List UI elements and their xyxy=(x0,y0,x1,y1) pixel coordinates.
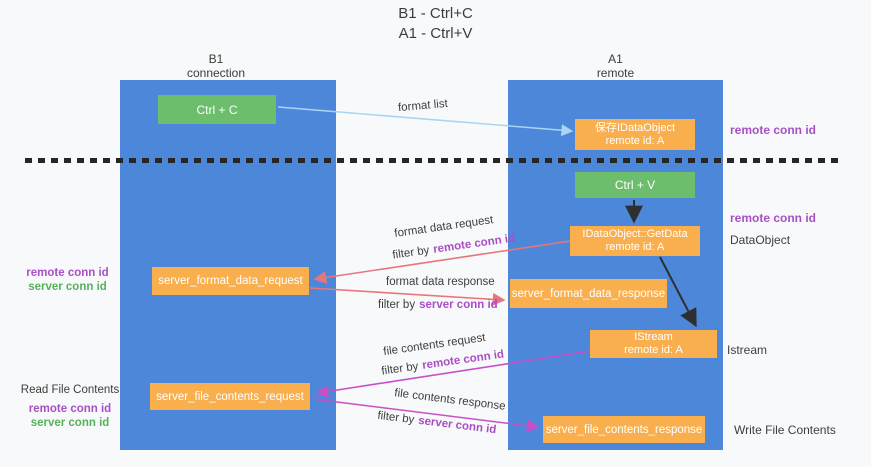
node-istream: IStream remote id: A xyxy=(590,330,717,358)
title-line-1: B1 - Ctrl+C xyxy=(398,5,473,22)
session-separator-dashed-line xyxy=(25,158,838,163)
annotation-remote-conn-id-mid: remote conn id xyxy=(730,211,817,225)
filter-by-text: filter by xyxy=(378,299,416,311)
title-line-2: A1 - Ctrl+V xyxy=(398,25,473,42)
node-istream-line1: IStream xyxy=(634,331,673,343)
server-conn-id-text: server conn id xyxy=(419,299,498,311)
node-save-idataobject-line2: remote id: A xyxy=(605,134,665,147)
node-getdata-line2: remote id: A xyxy=(605,241,665,253)
filter-by-text: filter by xyxy=(376,409,415,427)
annotation-remote-conn-id-left-2: remote conn id xyxy=(28,403,112,415)
node-server-file-contents-response: server_file_contents_response xyxy=(543,416,705,443)
lifeline-header-b1: B1 connection xyxy=(108,52,324,80)
node-save-idataobject-line1: 保存IDataObject xyxy=(594,121,676,134)
edge-label-format-data-response: format data response xyxy=(386,276,495,288)
lifeline-header-a1: A1 remote xyxy=(508,52,723,80)
node-server-file-contents-request: server_file_contents_request xyxy=(150,383,310,410)
edge-label-format-list: format list xyxy=(397,97,449,115)
filter-by-text: filter by xyxy=(380,360,420,378)
lifeline-b1-role: connection xyxy=(186,66,246,80)
annotation-dataobject: DataObject xyxy=(730,233,791,247)
remote-conn-id-text: remote conn id xyxy=(421,348,505,372)
node-file-response-label: server_file_contents_response xyxy=(545,423,703,436)
node-idataobject-getdata: IDataObject::GetData remote id: A xyxy=(570,226,700,256)
annotation-remote-conn-id-top: remote conn id xyxy=(730,123,817,137)
annotation-istream: Istream xyxy=(727,343,768,357)
node-save-idataobject: 保存IDataObject remote id: A xyxy=(575,119,695,150)
annotation-remote-conn-id-left-1: remote conn id xyxy=(26,267,109,279)
lifeline-b1-name: B1 xyxy=(208,52,224,66)
annotation-read-file-contents: Read File Contents xyxy=(20,384,120,396)
node-ctrl-c: Ctrl + C xyxy=(158,95,276,124)
lifeline-a1-role: remote xyxy=(596,66,635,80)
node-server-format-data-response: server_format_data_response xyxy=(510,279,667,308)
node-ctrl-c-label: Ctrl + C xyxy=(196,102,238,117)
annotation-server-conn-id-left-2: server conn id xyxy=(30,417,110,429)
node-file-request-label: server_file_contents_request xyxy=(156,390,304,403)
filter-by-text: filter by xyxy=(391,244,431,262)
node-format-request-label: server_format_data_request xyxy=(158,275,303,287)
diagram-title: B1 - Ctrl+C A1 - Ctrl+V xyxy=(0,4,871,44)
node-format-response-label: server_format_data_response xyxy=(511,287,666,300)
annotation-conn-ids-format: remote conn id server conn id xyxy=(5,266,130,294)
node-ctrl-v: Ctrl + V xyxy=(575,172,695,198)
annotation-server-conn-id-left-1: server conn id xyxy=(28,281,107,293)
node-server-format-data-request: server_format_data_request xyxy=(152,267,309,295)
server-conn-id-text: server conn id xyxy=(417,414,497,437)
node-istream-line2: remote id: A xyxy=(624,344,683,356)
node-getdata-line1: IDataObject::GetData xyxy=(582,228,688,240)
annotation-conn-ids-file: remote conn id server conn id xyxy=(10,402,130,430)
node-ctrl-v-label: Ctrl + V xyxy=(614,178,656,192)
lifeline-a1-name: A1 xyxy=(608,52,623,66)
annotation-write-file-contents: Write File Contents xyxy=(734,423,836,437)
edge-label-file-contents-response: file contents response xyxy=(393,387,507,413)
remote-conn-id-text: remote conn id xyxy=(432,232,516,256)
edge-label-format-data-request: format data request xyxy=(393,214,495,240)
